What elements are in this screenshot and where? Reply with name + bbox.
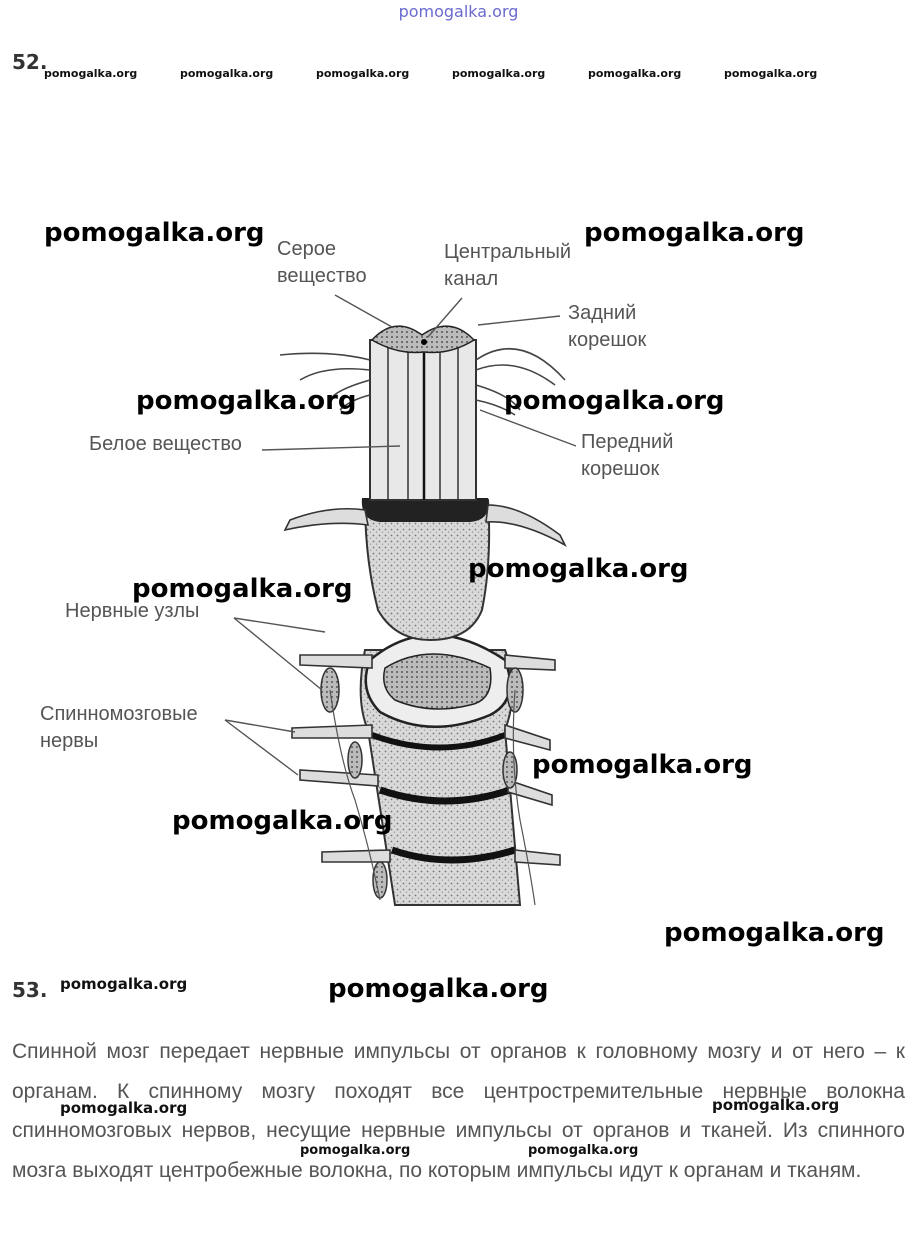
watermark: pomogalka.org — [44, 67, 138, 80]
vertebral-column — [359, 633, 522, 906]
label-spinal-nerves: Спинномозговые нервы — [40, 703, 198, 752]
watermark: pomogalka.org — [60, 1099, 188, 1117]
label-nerve-ganglia: Нервные узлы — [65, 600, 200, 622]
watermark: pomogalka.org — [724, 67, 818, 80]
watermark: pomogalka.org — [136, 386, 357, 416]
watermark: pomogalka.org — [468, 554, 689, 584]
answer-paragraph: Спинной мозг передает нервные импульсы о… — [12, 1040, 905, 1182]
task-52-number: 52. — [12, 50, 48, 74]
watermark: pomogalka.org — [300, 1143, 411, 1158]
label-white-matter: Белое вещество — [89, 433, 242, 455]
label-anterior-root: Передний корешок — [581, 431, 674, 480]
watermark: pomogalka.org — [588, 67, 682, 80]
watermark: pomogalka.org — [60, 975, 188, 993]
label-central-canal: Центральный канал — [444, 241, 572, 290]
label-grey-matter: Серое вещество — [277, 238, 367, 287]
watermark: pomogalka.org — [664, 918, 885, 948]
watermark: pomogalka.org — [504, 386, 725, 416]
watermark: pomogalka.org — [528, 1143, 639, 1158]
watermark: pomogalka.org — [452, 67, 546, 80]
label-posterior-root: Задний корешок — [568, 302, 647, 351]
watermark: pomogalka.org — [584, 218, 805, 248]
watermark: pomogalka.org — [180, 67, 274, 80]
label-pointer-lines — [224, 294, 577, 776]
watermark: pomogalka.org — [44, 218, 265, 248]
watermark: pomogalka.org — [132, 574, 353, 604]
watermark: pomogalka.org — [712, 1096, 840, 1114]
watermark: pomogalka.org — [532, 750, 753, 780]
nerve-roots — [279, 347, 566, 416]
task-53-number: 53. — [12, 978, 48, 1002]
watermark: pomogalka.org — [328, 974, 549, 1004]
top-watermark[interactable]: pomogalka.org — [398, 2, 519, 21]
watermark: pomogalka.org — [316, 67, 410, 80]
watermark: pomogalka.org — [172, 806, 393, 836]
spinal-cord — [361, 325, 491, 642]
sympathetic-chain — [329, 689, 536, 906]
